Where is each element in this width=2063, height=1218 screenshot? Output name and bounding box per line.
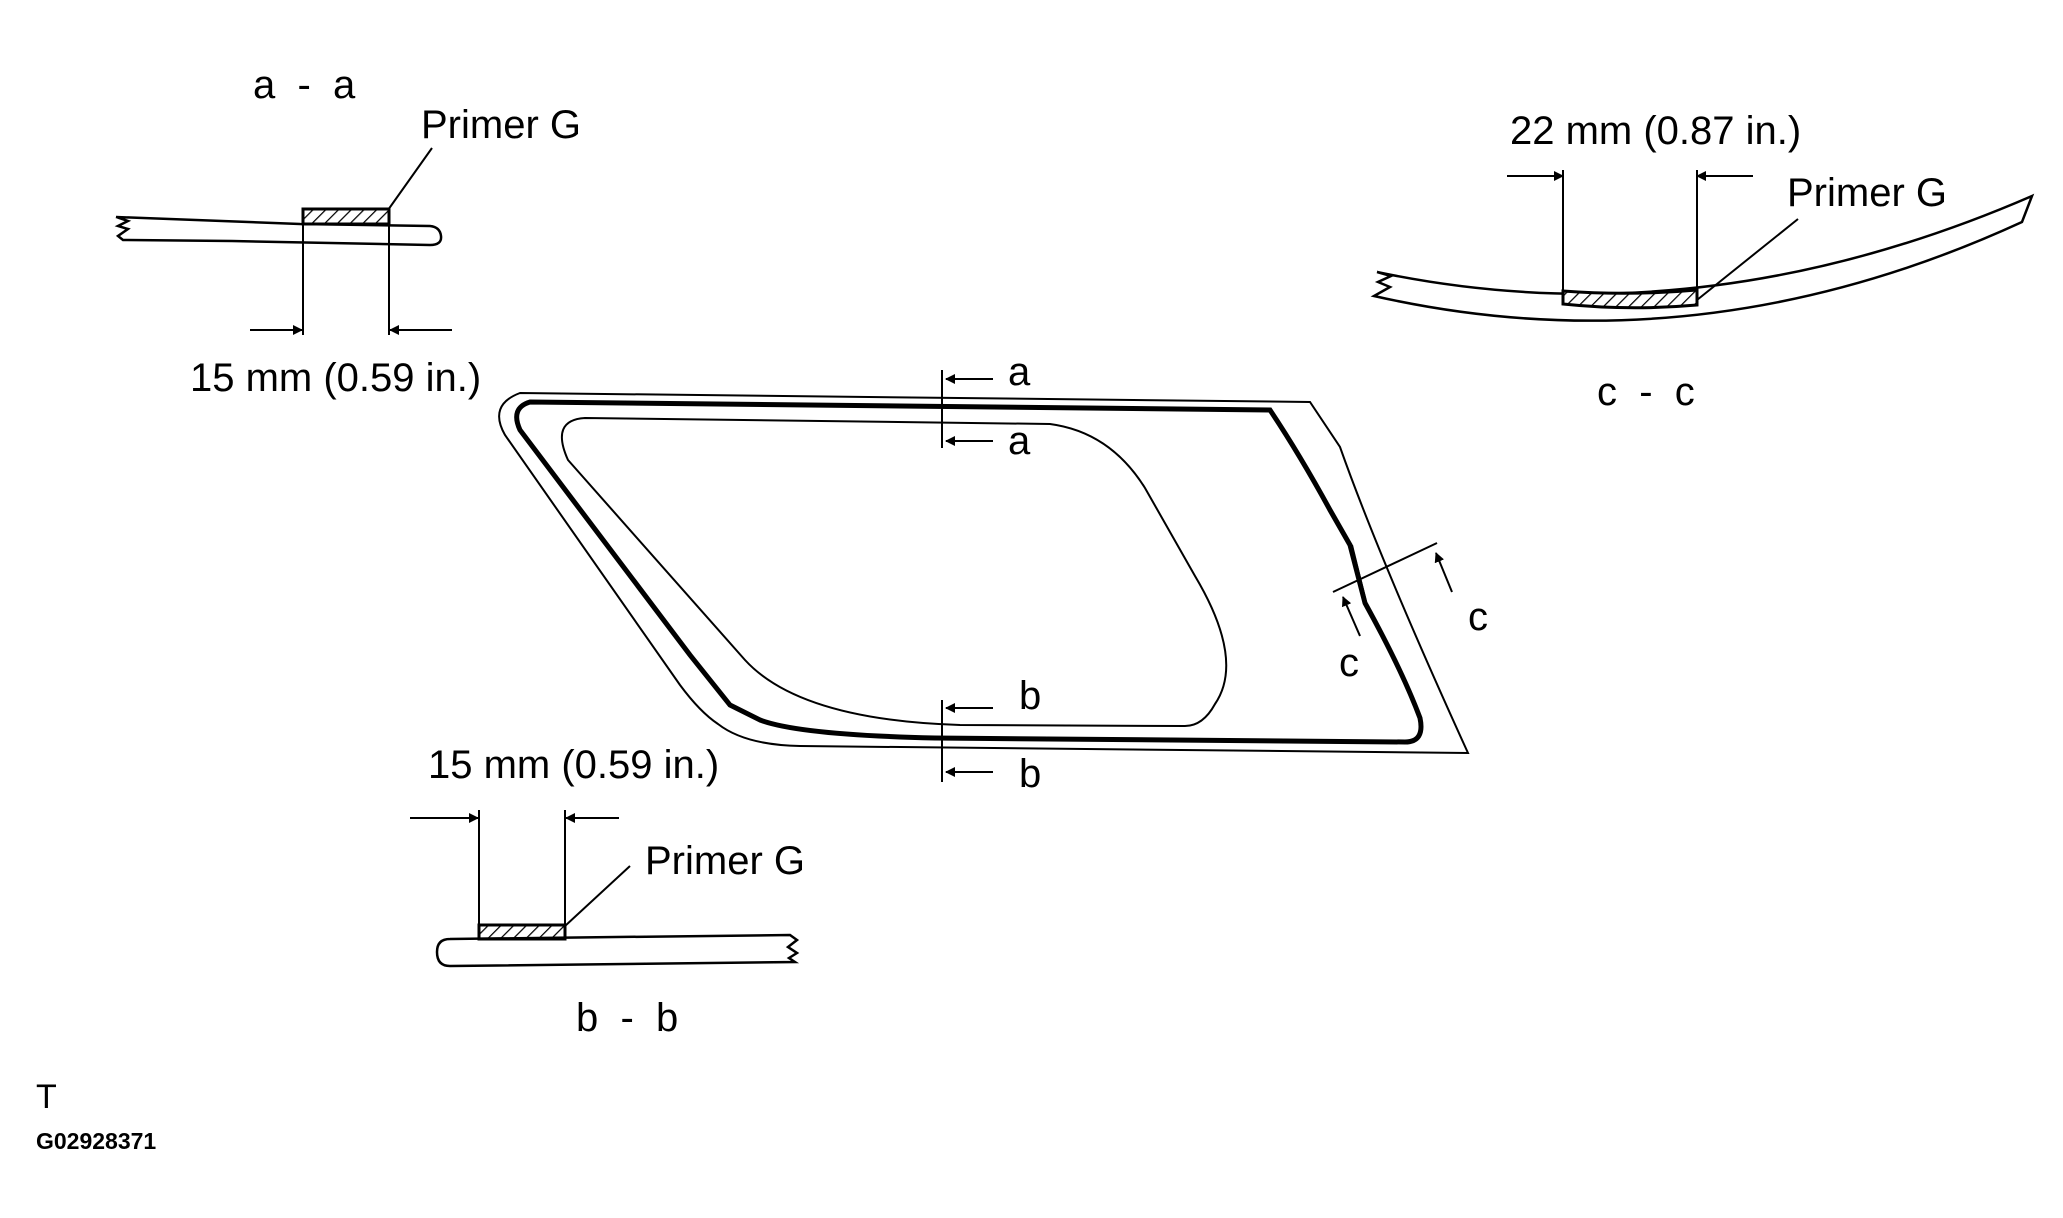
section-a-primer-label: Primer G bbox=[421, 103, 581, 147]
cut-c-right-label: c bbox=[1468, 595, 1488, 639]
section-b-b: 15 mm (0.59 in.) Primer G b - b bbox=[410, 743, 805, 1040]
figure-code: G02928371 bbox=[36, 1128, 156, 1154]
section-c-c: 22 mm (0.87 in.) Primer G c - c bbox=[1370, 109, 2035, 414]
primer-application-line bbox=[514, 399, 1424, 745]
footer-mark: T bbox=[36, 1078, 57, 1116]
cut-a-lower-label: a bbox=[1008, 419, 1031, 463]
glass-right-notch bbox=[1351, 544, 1367, 603]
glass-inner-boundary bbox=[560, 416, 1228, 728]
section-b-primer-label: Primer G bbox=[645, 839, 805, 883]
cut-a-upper-label: a bbox=[1008, 350, 1031, 394]
section-a-a: a - a Primer G 15 mm (0.59 in.) bbox=[114, 63, 581, 400]
section-c-leader-line bbox=[1696, 218, 1799, 301]
cut-c-left-label: c bbox=[1339, 641, 1359, 685]
section-a-glass-panel bbox=[114, 215, 443, 247]
section-a-dimension: 15 mm (0.59 in.) bbox=[190, 356, 481, 400]
section-c-title: c - c bbox=[1597, 370, 1695, 414]
cut-line-b: b b bbox=[941, 674, 1041, 796]
cut-line-c: c c bbox=[1332, 542, 1488, 685]
section-a-leader-line bbox=[387, 147, 433, 211]
cut-c-right-arrow bbox=[1434, 552, 1453, 593]
section-b-dimension: 15 mm (0.59 in.) bbox=[428, 743, 719, 787]
section-a-primer-band bbox=[301, 207, 391, 226]
section-b-glass-panel bbox=[435, 933, 800, 968]
section-b-title: b - b bbox=[576, 996, 678, 1040]
glass-outer-edge bbox=[498, 391, 1470, 755]
cut-line-a: a a bbox=[941, 350, 1031, 463]
cut-b-upper-label: b bbox=[1019, 674, 1041, 718]
cut-b-lower-label: b bbox=[1019, 752, 1041, 796]
cut-c-left-arrow bbox=[1342, 596, 1361, 637]
section-b-leader-line bbox=[564, 865, 631, 927]
section-c-primer-band bbox=[1561, 288, 1699, 310]
section-c-dimension: 22 mm (0.87 in.) bbox=[1510, 109, 1801, 153]
section-a-title: a - a bbox=[253, 63, 356, 107]
cut-c-line bbox=[1332, 542, 1438, 593]
quarter-window-glass bbox=[498, 391, 1470, 755]
section-c-primer-label: Primer G bbox=[1787, 171, 1947, 215]
